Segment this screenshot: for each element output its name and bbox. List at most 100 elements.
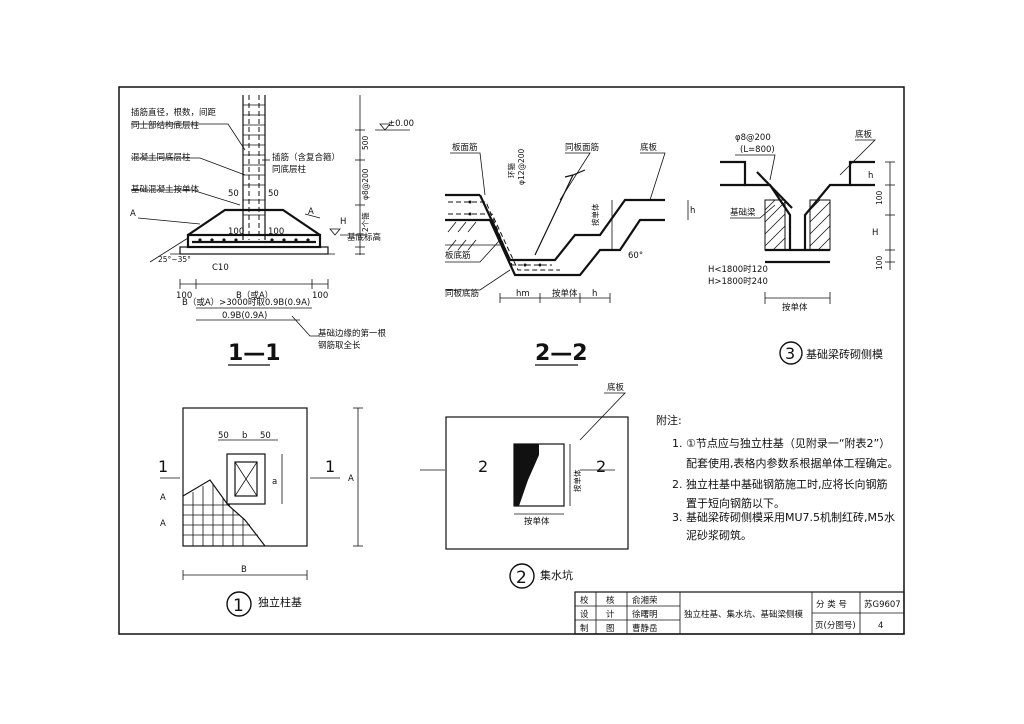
section-marker-2-left: 2 [478,457,488,476]
label-As-1: A [160,493,166,503]
label-H: H [340,217,346,227]
dim-b: b [242,431,247,441]
dim-50-b: 50 [260,431,271,441]
detail-3-number: 3 [785,344,795,363]
tb-page-value: 4 [878,621,883,631]
dim-h-right: h [690,206,695,216]
note-edge-bar-2: 钢筋取全长 [318,340,361,351]
dim-A: A [348,474,354,484]
label-ring-stirrup: 环箍 [506,163,516,178]
dim-bottom-100-left: 100 [176,291,192,301]
dim-hm: hm [516,289,530,299]
section-2-2-title: 2—2 [535,341,588,366]
label-dowel-spec: 插筋直径，根数，间距 [131,107,217,118]
dim-a: a [272,477,277,487]
label-same-bottom-bar: 同板底筋 [445,288,479,299]
note-3-line-2: 泥砂浆砌筑。 [686,528,752,542]
dim-H-3: H [872,228,878,238]
note-B-over-3000: B（或A）>3000时取0.9B(0.9A) [182,297,310,308]
dim-bottom-100-right: 100 [312,291,328,301]
dim-per-unit-3: 按单体 [782,302,808,313]
label-c10: C10 [212,263,229,273]
tb-role-draw: 制 [580,623,589,634]
label-elevation-zero: ±0.00 [388,119,414,129]
section-marker-left: 1 [158,457,168,476]
label-dowel-stirrup-2: 同底层柱 [272,164,307,175]
dim-per-unit: 按单体 [552,288,578,299]
dim-100-3a: 100 [875,190,884,205]
dim-50-right: 50 [268,189,279,199]
dim-50-left: 50 [228,189,239,199]
notes-heading: 附注: [656,413,682,427]
dim-100-3b: 100 [875,255,884,270]
section-1-1-title: 1—1 [228,341,281,366]
note-09B: 0.9B(0.9A) [222,311,267,321]
dim-50-a: 50 [218,431,229,441]
notes: 附注: 1. ①节点应与独立柱基（见附录一“附表2”） 配套使用,表格内参数系根… [656,413,899,542]
section-marker-right: 1 [325,457,335,476]
label-same-top-bar: 同板面筋 [565,142,599,153]
label-base-elevation: 基底标高 [347,232,381,243]
note-3-num: 3. [672,511,683,524]
section-marker-2-right: 2 [596,457,606,476]
tb-class-label: 分 类 号 [816,599,847,610]
label-footing-concrete: 基础混凝土按单体 [131,184,200,195]
note-2-num: 2. [672,478,683,491]
detail-3-brick-formwork: φ8@200 (L=800) 底板 基础梁 h 100 H 100 H<1800… [708,129,895,365]
label-As-left: A [130,209,136,219]
note-3-line-1: 基础梁砖砌侧模采用MU7.5机制红砖,M5水 [686,510,895,524]
detail-3-caption: 基础梁砖砌侧模 [806,347,883,361]
detail-2-number: 2 [516,568,527,588]
dim-h-bottom: h [592,289,597,299]
label-plate-top-bar: 板面筋 [452,142,478,153]
detail-2-caption: 集水坑 [540,568,573,582]
rule-under-1800: H<1800时120 [708,264,768,275]
dim-B-width: B（或A） [236,290,273,301]
label-dowel-stirrup: 插筋（含复合箍） [272,152,340,163]
label-bottom-plate-3: 底板 [855,129,873,140]
tb-role-check: 校 [580,595,589,606]
dim-phi8: φ8@200 [361,168,370,200]
label-60deg: 60° [628,251,643,261]
tb-name-design: 徐曙明 [632,609,658,620]
dim-100-right: 100 [268,227,284,237]
note-1-line-2: 配套使用,表格内参数系根据单体工程确定。 [686,456,899,470]
label-foundation-beam: 基础梁 [730,207,756,218]
section-1-1: 1—1 插筋直径，根数，间距 同上部结构底层柱 混凝土同底层柱 基础混凝土按单体… [130,95,414,366]
note-2-line-1: 独立柱基中基础钢筋施工时,应将长向钢筋 [686,477,888,491]
dim-2bar: 2个箍 [360,212,370,232]
note-2-line-2: 置于短向钢筋以下。 [686,496,785,510]
label-concrete: 混凝土同底层柱 [131,152,191,163]
label-L800: (L=800) [740,145,775,155]
label-per-unit-vertical: 按单体 [590,203,600,226]
label-ring-spec: φ12@200 [517,148,526,185]
sheet-border [118,86,905,635]
section-2-2: 2—2 板面筋 同板面筋 底板 环箍 φ12@200 板底筋 同板底筋 按单体 … [445,142,695,366]
label-dowel-spec-2: 同上部结构底层柱 [131,120,200,131]
label-phi8-spec: φ8@200 [735,133,771,143]
dim-per-unit-vertical: 按单体 [572,469,582,492]
detail-1-isolated-footing: 1 1 50 b 50 a A B A A 1 独立柱基 [158,407,363,617]
tb-name-check: 俞湘荣 [632,595,658,606]
label-bottom-plate: 底板 [640,142,658,153]
dim-h-3: h [868,171,873,181]
rule-over-1800: H>1800时240 [708,276,768,287]
title-block: 校 核 俞湘荣 设 计 徐曙明 制 图 曹静岳 独立柱基、集水坑、基础梁侧模 分… [574,591,905,635]
tb-class-value: 苏G9607 [864,599,901,610]
dim-500: 500 [361,135,370,150]
label-As-2: A [160,519,166,529]
label-angle: 25°~35° [158,255,191,264]
dim-per-unit-horizontal: 按单体 [524,516,550,527]
tb-role-design-2: 计 [606,609,615,620]
tb-role-draw-2: 图 [606,624,615,634]
label-plate-bottom-bar: 板底筋 [445,250,471,261]
detail-1-caption: 独立柱基 [258,595,302,609]
tb-drawing-title: 独立柱基、集水坑、基础梁侧模 [684,609,804,620]
tb-page-label: 页(分图号) [815,621,856,631]
tb-name-draw: 曹静岳 [632,623,658,634]
tb-role-check-2: 核 [606,595,615,606]
label-As-right: A [308,207,314,217]
note-1-num: 1. [672,437,683,450]
dim-100-left: 100 [228,227,244,237]
